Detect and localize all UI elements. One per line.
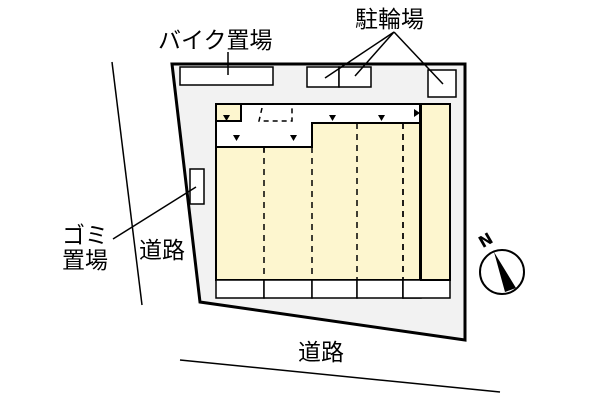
north-compass-icon: N xyxy=(475,229,525,295)
bicycle-parking-area-2 xyxy=(338,66,372,88)
balcony xyxy=(356,279,404,299)
bicycle-parking-area-1 xyxy=(306,66,340,88)
bicycle-parking-label: 駐輪場 xyxy=(355,7,424,33)
road-left-edge xyxy=(111,61,143,306)
garbage-label-2: 置場 xyxy=(62,248,108,274)
balcony xyxy=(311,279,358,299)
garbage-label-1: ゴミ xyxy=(62,223,108,249)
balcony xyxy=(263,279,313,299)
bike-parking-area xyxy=(179,66,274,86)
garbage-area xyxy=(189,168,205,205)
balcony xyxy=(215,279,265,299)
balcony xyxy=(402,279,451,299)
road-bottom-label: 道路 xyxy=(298,340,344,366)
svg-text:N: N xyxy=(475,229,496,252)
bike-parking-label: バイク置場 xyxy=(158,28,273,54)
road-left-label: 道路 xyxy=(139,238,185,264)
entrance-markers xyxy=(223,109,420,141)
road-bottom-edge xyxy=(179,359,501,393)
